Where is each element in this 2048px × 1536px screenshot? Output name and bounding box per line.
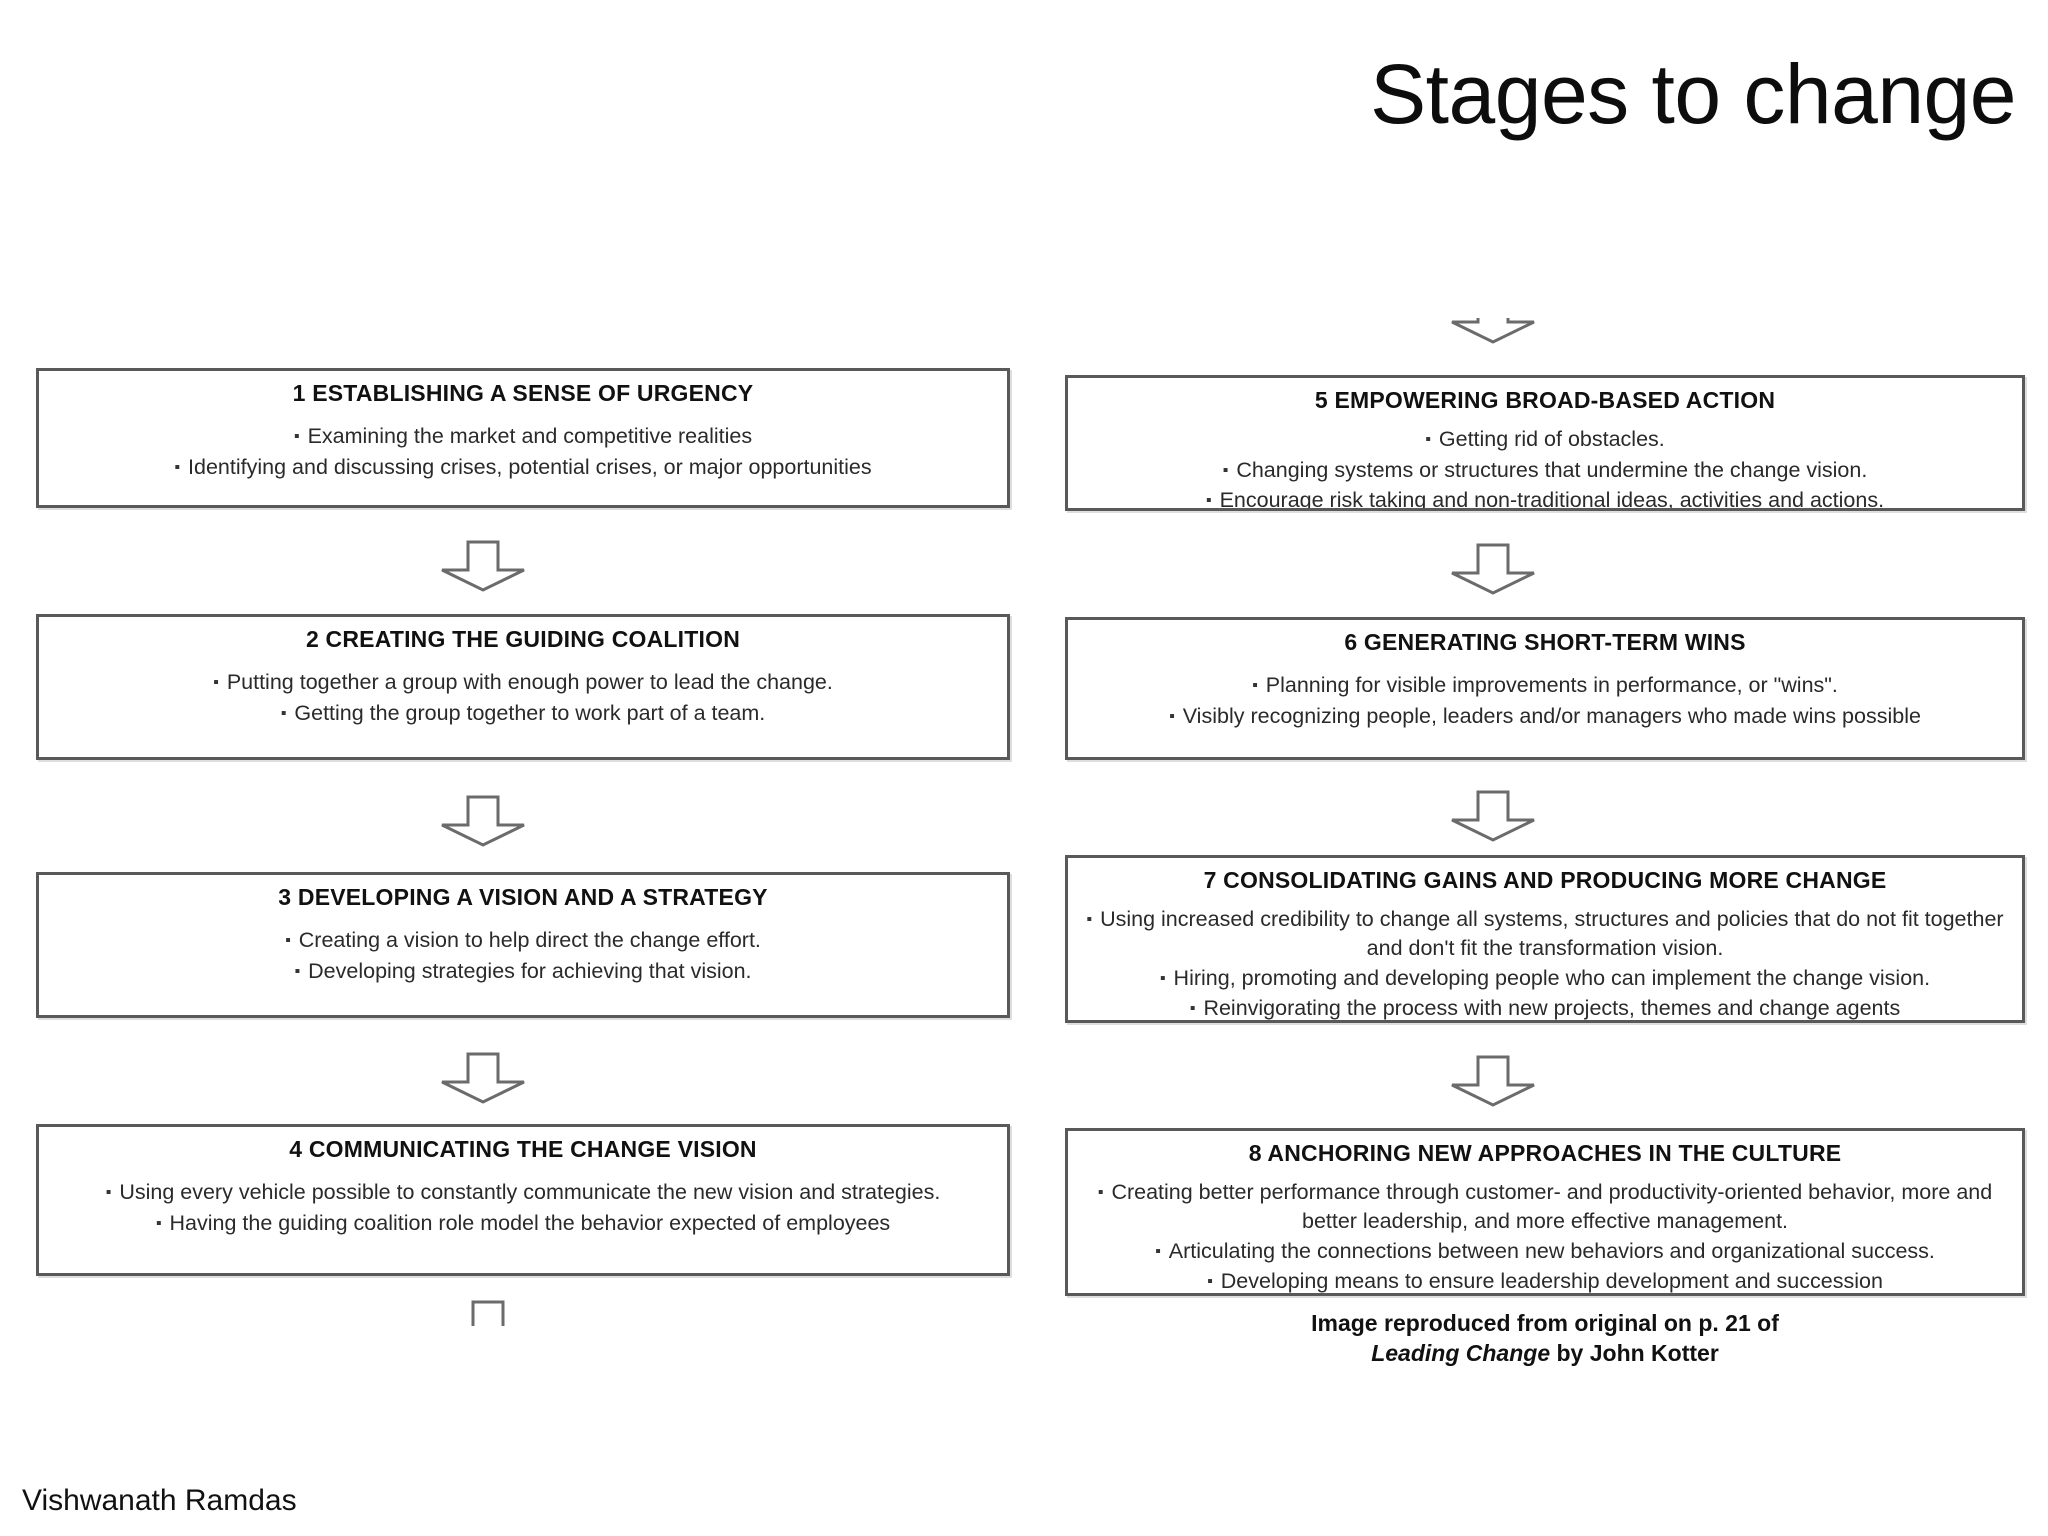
stage-box-5[interactable]: 5 EMPOWERING BROAD-BASED ACTION ▪Getting… xyxy=(1065,375,2025,511)
source-credit-line-2: Leading Change by John Kotter xyxy=(1065,1338,2025,1368)
bullet-icon: ▪ xyxy=(1222,461,1229,479)
bullet-icon: ▪ xyxy=(1159,970,1166,988)
stage-5-bullets: ▪Getting rid of obstacles. ▪Changing sys… xyxy=(1076,425,2014,511)
list-item: ▪Having the guiding coalition role model… xyxy=(155,1210,891,1235)
bullet-icon: ▪ xyxy=(1189,1000,1196,1018)
stage-1-heading: 1 ESTABLISHING A SENSE OF URGENCY xyxy=(292,380,754,406)
book-author: by John Kotter xyxy=(1550,1340,1719,1367)
list-item: ▪Hiring, promoting and developing people… xyxy=(1159,966,1931,991)
stage-6-heading: 6 GENERATING SHORT-TERM WINS xyxy=(1344,629,1746,655)
stage-2-heading: 2 CREATING THE GUIDING COALITION xyxy=(305,626,741,652)
list-item: ▪Creating better performance through cus… xyxy=(1097,1180,1993,1233)
stage-2-bullets: ▪Putting together a group with enough po… xyxy=(47,668,999,729)
list-item: ▪Using increased credibility to change a… xyxy=(1086,907,2004,960)
arrow-down-1-to-2 xyxy=(438,540,528,592)
bullet-icon: ▪ xyxy=(293,428,300,446)
bullet-icon: ▪ xyxy=(155,1214,162,1232)
list-item: ▪Creating a vision to help direct the ch… xyxy=(285,928,761,953)
arrow-down-2-to-3 xyxy=(438,795,528,847)
list-item: ▪Visibly recognizing people, leaders and… xyxy=(1169,703,1921,728)
bullet-icon: ▪ xyxy=(1155,1243,1161,1261)
stage-6-bullets: ▪Planning for visible improvements in pe… xyxy=(1076,671,2014,732)
list-item: ▪Planning for visible improvements in pe… xyxy=(1252,673,1838,698)
stage-3-bullets: ▪Creating a vision to help direct the ch… xyxy=(47,926,999,987)
source-credit: Image reproduced from original on p. 21 … xyxy=(1065,1308,2025,1369)
list-item: ▪Developing strategies for achieving tha… xyxy=(294,958,752,983)
stage-4-heading: 4 COMMUNICATING THE CHANGE VISION xyxy=(289,1136,757,1162)
arrow-down-6-to-7 xyxy=(1448,790,1538,842)
list-item: ▪Changing systems or structures that und… xyxy=(1222,457,1868,482)
arrow-down-5-to-6 xyxy=(1448,543,1538,595)
stage-box-2[interactable]: 2 CREATING THE GUIDING COALITION ▪Puttin… xyxy=(36,614,1010,760)
bullet-icon: ▪ xyxy=(1205,492,1212,510)
bullet-icon: ▪ xyxy=(105,1184,112,1202)
list-item: ▪Examining the market and competitive re… xyxy=(293,424,753,449)
bullet-icon: ▪ xyxy=(1169,707,1175,725)
list-item: ▪Developing means to ensure leadership d… xyxy=(1207,1269,1883,1294)
bullet-icon: ▪ xyxy=(1425,431,1431,449)
stage-box-3[interactable]: 3 DEVELOPING A VISION AND A STRATEGY ▪Cr… xyxy=(36,872,1010,1018)
bullet-icon: ▪ xyxy=(1252,677,1258,695)
stage-3-heading: 3 DEVELOPING A VISION AND A STRATEGY xyxy=(278,884,768,910)
stage-1-bullets: ▪Examining the market and competitive re… xyxy=(47,422,999,483)
bullet-icon: ▪ xyxy=(1207,1273,1213,1291)
bullet-icon: ▪ xyxy=(1097,1184,1104,1202)
arrow-down-4-to-5-clipped xyxy=(460,1300,516,1326)
list-item: ▪Putting together a group with enough po… xyxy=(213,670,833,695)
bullet-icon: ▪ xyxy=(280,704,287,722)
author-name: Vishwanath Ramdas xyxy=(22,1484,297,1517)
stage-7-bullets: ▪Using increased credibility to change a… xyxy=(1076,905,2014,1021)
list-item: ▪Identifying and discussing crises, pote… xyxy=(174,454,872,479)
stage-box-6[interactable]: 6 GENERATING SHORT-TERM WINS ▪Planning f… xyxy=(1065,617,2025,760)
list-item: ▪Getting the group together to work part… xyxy=(280,700,766,725)
stage-7-heading: 7 CONSOLIDATING GAINS AND PRODUCING MORE… xyxy=(1203,867,1887,893)
stage-box-7[interactable]: 7 CONSOLIDATING GAINS AND PRODUCING MORE… xyxy=(1065,855,2025,1023)
list-item: ▪Reinvigorating the process with new pro… xyxy=(1189,996,1901,1021)
stage-5-heading: 5 EMPOWERING BROAD-BASED ACTION xyxy=(1314,387,1776,413)
stage-8-heading: 8 ANCHORING NEW APPROACHES IN THE CULTUR… xyxy=(1248,1140,1842,1166)
bullet-icon: ▪ xyxy=(174,458,181,476)
bullet-icon: ▪ xyxy=(294,962,301,980)
list-item: ▪Encourage risk taking and non-tradition… xyxy=(1205,488,1885,511)
stage-box-8[interactable]: 8 ANCHORING NEW APPROACHES IN THE CULTUR… xyxy=(1065,1128,2025,1296)
list-item: ▪Using every vehicle possible to constan… xyxy=(105,1180,941,1205)
bullet-icon: ▪ xyxy=(1086,911,1093,929)
kotter-stages-diagram: 1 ESTABLISHING A SENSE OF URGENCY ▪Exami… xyxy=(36,318,2025,1369)
arrow-down-into-5-clipped xyxy=(1448,318,1538,344)
bullet-icon: ▪ xyxy=(213,674,219,692)
list-item: ▪Getting rid of obstacles. xyxy=(1425,427,1665,452)
book-title: Leading Change xyxy=(1371,1340,1551,1367)
bullet-icon: ▪ xyxy=(285,932,291,950)
list-item: ▪Articulating the connections between ne… xyxy=(1155,1239,1935,1264)
page-title: Stages to change xyxy=(1370,47,2016,141)
stage-box-4[interactable]: 4 COMMUNICATING THE CHANGE VISION ▪Using… xyxy=(36,1124,1010,1276)
stage-box-1[interactable]: 1 ESTABLISHING A SENSE OF URGENCY ▪Exami… xyxy=(36,368,1010,508)
source-credit-line-1: Image reproduced from original on p. 21 … xyxy=(1311,1310,1779,1336)
arrow-down-7-to-8 xyxy=(1448,1055,1538,1107)
arrow-down-3-to-4 xyxy=(438,1052,528,1104)
stage-8-bullets: ▪Creating better performance through cus… xyxy=(1076,1178,2014,1294)
stage-4-bullets: ▪Using every vehicle possible to constan… xyxy=(47,1178,999,1239)
